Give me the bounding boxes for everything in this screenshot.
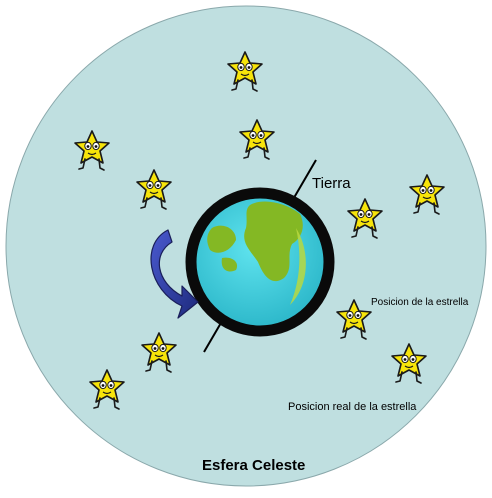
earth-shine	[290, 228, 306, 305]
real-star-position-label: Posicion real de la estrella	[288, 401, 417, 413]
continent-shape	[207, 225, 236, 253]
continent-shape	[221, 257, 238, 272]
earth-label: Tierra	[312, 175, 351, 192]
earth-globe-icon	[185, 187, 335, 337]
diagram-title: Esfera Celeste	[202, 457, 306, 474]
continent-shape	[244, 201, 303, 282]
rotation-arrow-icon	[150, 229, 199, 319]
apparent-star-position-label: Posicion de la estrella	[371, 297, 469, 308]
